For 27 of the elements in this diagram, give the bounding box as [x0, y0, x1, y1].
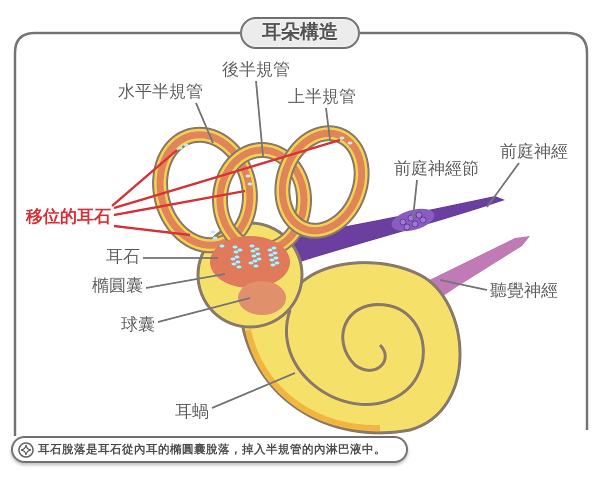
leader-line [195, 102, 214, 144]
leader-line [440, 279, 488, 291]
leader-line [146, 273, 226, 289]
part-label: 前庭神經 [500, 142, 568, 162]
title-badge: 耳朵構造 [240, 17, 360, 49]
leader-line [143, 257, 218, 259]
leader-line [111, 149, 178, 207]
leader-line [255, 80, 264, 156]
leader-line [158, 297, 250, 323]
part-label: 上半規管 [288, 87, 356, 107]
leader-line [114, 224, 190, 236]
part-label: 球囊 [121, 315, 155, 335]
leader-line [486, 162, 520, 208]
leader-line [114, 138, 340, 210]
leader-line [212, 372, 296, 409]
leader-line [114, 190, 246, 216]
part-label: 水平半規管 [118, 82, 203, 102]
leader-line [412, 180, 418, 218]
part-label: 後半規管 [222, 60, 290, 80]
part-label: 耳蝸 [175, 402, 209, 422]
part-label: 聽覺神經 [490, 281, 558, 301]
part-label: 前庭神經節 [394, 159, 479, 179]
part-label: 移位的耳石 [26, 207, 111, 227]
leader-line [325, 108, 331, 140]
part-label: 橢圓囊 [92, 276, 143, 296]
part-label: 耳石 [106, 247, 140, 267]
caption-text: 耳石脫落是耳石從內耳的橢圓囊脫落，掉入半規管的內淋巴液中。 [38, 442, 386, 457]
